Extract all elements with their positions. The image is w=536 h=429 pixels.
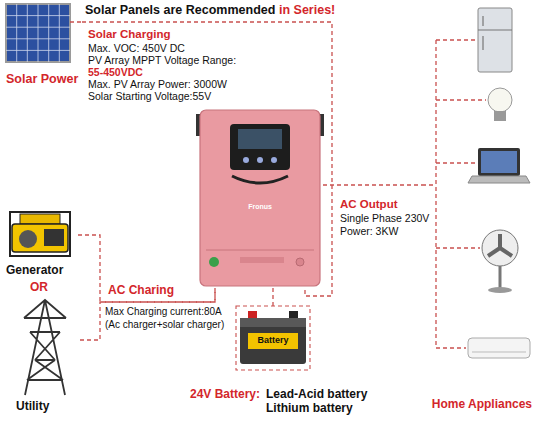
node-text: Solar Power	[6, 72, 78, 86]
appliance-icons-part	[422, 40, 486, 348]
solar-panel-icon-part	[6, 4, 70, 62]
spec-line: PV Array MPPT Voltage Range:	[88, 54, 236, 66]
inverter-body	[196, 110, 324, 286]
wire-connector	[272, 288, 273, 306]
inverter-body-part	[240, 257, 284, 263]
appliance-icons-part	[488, 287, 512, 293]
utility-tower-icon	[24, 300, 66, 395]
inverter-node: Fronus	[198, 108, 323, 288]
solar-panel-node: Solar Power	[4, 4, 82, 90]
inverter-body-part	[296, 258, 304, 266]
appliance-icons-part	[478, 148, 520, 176]
spec-line: Max Charging current:80A	[105, 306, 222, 318]
battery-icon-part	[240, 318, 306, 364]
or-label: OR	[30, 281, 48, 295]
battery-icon-part	[248, 311, 257, 318]
solar-panel-icon	[6, 4, 82, 62]
utility-node: Utility	[6, 297, 80, 418]
spec-heading: AC Charing	[108, 284, 174, 298]
generator-icon	[10, 212, 78, 256]
inverter-body-part	[200, 110, 320, 286]
appliance-icons-part	[482, 230, 518, 266]
node-text: Utility	[16, 400, 49, 414]
node-text: Fronus	[198, 203, 322, 211]
wire-connector	[82, 22, 332, 296]
node-text: Home Appliances	[422, 398, 532, 412]
appliance-icons-part	[488, 234, 512, 256]
spec-line: Power: 3KW	[340, 225, 398, 237]
appliance-icons-part	[478, 8, 512, 72]
appliance-icons-part	[468, 338, 530, 358]
appliance-icons-part	[494, 111, 506, 121]
appliance-icons-part	[481, 151, 517, 173]
spec-value: 55-450VDC	[88, 66, 143, 78]
spec-line: (Ac charger+solar charger)	[105, 319, 224, 331]
battery-icon-part	[248, 333, 298, 349]
spec-line: Max. VOC: 450V DC	[88, 42, 185, 54]
spec-line: Solar Starting Voltage:55V	[88, 90, 211, 102]
title-emphasis: in Series!	[279, 3, 335, 17]
node-text: Battery	[248, 335, 298, 345]
spec-heading: AC Output	[340, 198, 397, 211]
inverter-body-part	[243, 157, 249, 163]
appliance-icons-part	[499, 266, 502, 288]
node-text: Lead-Acid battery Lithium battery	[266, 388, 388, 416]
inverter-body-part	[238, 129, 282, 149]
solar-panel-icon-part	[70, 21, 82, 22]
generator-icon-part	[19, 230, 37, 248]
wire-connector	[323, 184, 422, 185]
battery-icon	[236, 306, 310, 370]
inverter-body-part	[271, 157, 277, 163]
title-text: Solar Panels are Recommended	[85, 3, 275, 17]
generator-icon-part	[44, 229, 64, 246]
utility-tower-icon-part	[24, 300, 66, 395]
inverter-body-part	[232, 176, 288, 183]
battery-icon-part	[236, 306, 310, 370]
spec-line: Max. PV Array Power: 3000W	[88, 78, 227, 90]
node-text: Generator	[6, 264, 63, 278]
appliance-icons-part	[468, 176, 530, 183]
battery-icon-part	[240, 318, 306, 327]
inverter-body-part	[206, 250, 314, 251]
inverter-body-part	[209, 257, 219, 267]
appliance-icons-part	[478, 16, 512, 50]
inverter-body-part	[230, 124, 290, 170]
appliances-node: Home Appliances	[422, 4, 534, 420]
appliance-icons-part	[472, 352, 526, 353]
generator-icon-part	[12, 224, 68, 252]
node-text: 24V Battery:	[190, 388, 260, 402]
spec-heading: Solar Charging	[88, 28, 170, 41]
battery-icon-part	[289, 311, 298, 318]
solar-panel-icon-part	[6, 4, 70, 62]
generator-icon-part	[20, 214, 60, 224]
spec-line: Single Phase 230V	[340, 212, 429, 224]
appliance-icons	[422, 8, 530, 358]
appliance-icons-part	[488, 88, 512, 112]
wire-connector	[78, 235, 215, 302]
generator-node: Generator	[6, 208, 78, 280]
generator-icon-part	[10, 212, 70, 256]
inverter-body-part	[257, 157, 263, 163]
